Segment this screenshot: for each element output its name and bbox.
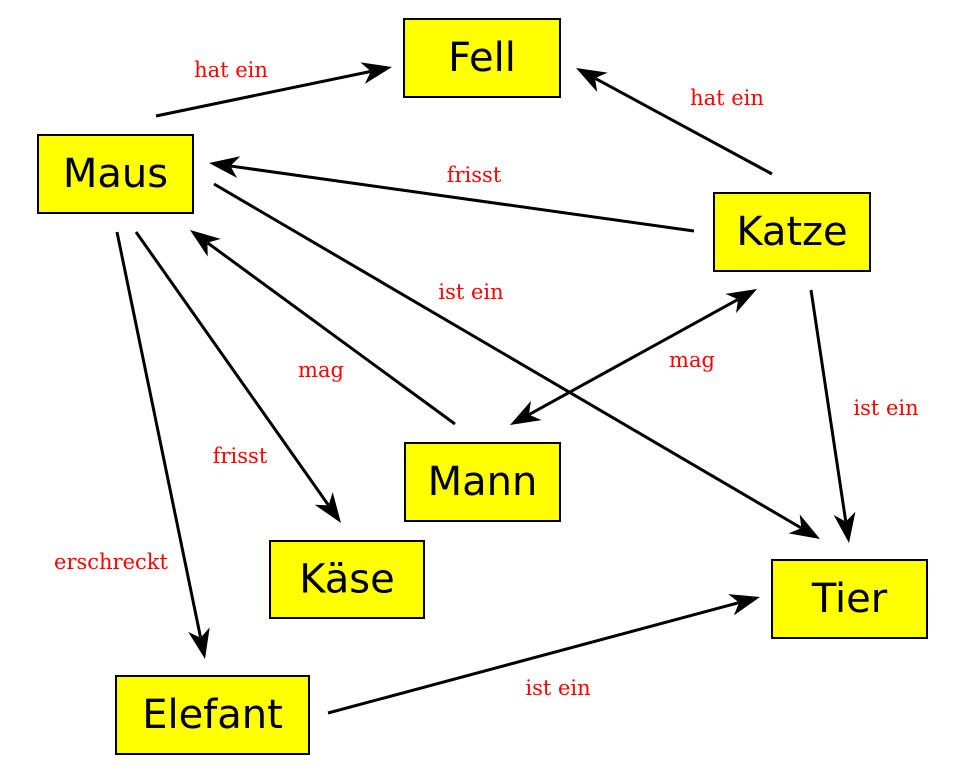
node-label: Maus <box>63 151 168 197</box>
node-mann: Mann <box>404 442 561 522</box>
edge-maus-tier: ist ein <box>213 182 820 539</box>
node-fell: Fell <box>403 18 561 98</box>
edge-line <box>115 231 203 638</box>
node-label: Tier <box>811 576 888 622</box>
arrowhead-icon <box>190 230 221 257</box>
edge-line <box>230 164 695 233</box>
node-box <box>403 18 561 98</box>
node-box <box>404 442 561 522</box>
node-tier: Tier <box>771 559 928 639</box>
edge-label: frisst <box>213 444 268 468</box>
node-kaese: Käse <box>269 540 425 619</box>
edge-line <box>528 298 739 416</box>
edge-label: hat ein <box>194 58 268 82</box>
node-label: Mann <box>428 459 538 505</box>
node-label: Katze <box>736 209 847 255</box>
edge-line <box>327 601 740 715</box>
edge-line <box>213 182 802 530</box>
node-box <box>269 540 425 619</box>
arrowhead-icon <box>728 594 760 616</box>
arrowhead-icon <box>360 62 392 84</box>
edge-line <box>594 77 773 176</box>
node-box <box>37 134 194 214</box>
arrowhead-icon <box>314 492 341 523</box>
node-label: Fell <box>448 35 516 81</box>
node-box <box>771 559 928 639</box>
arrowhead-icon <box>576 68 608 92</box>
node-box <box>713 192 871 272</box>
edge-katze-fell: hat ein <box>576 68 773 176</box>
edge-elefant-tier: ist ein <box>327 594 760 715</box>
edges-layer: hat ein hat ein frisst ist ein mag mag ist ein… <box>54 58 919 715</box>
edge-label: frisst <box>447 163 502 187</box>
node-maus: Maus <box>37 134 194 214</box>
edge-line <box>809 289 848 522</box>
node-label: Elefant <box>142 692 283 738</box>
edge-maus-elefant: erschreckt <box>54 231 210 659</box>
edge-mann-katze: mag <box>510 289 757 425</box>
arrowhead-icon <box>188 627 210 659</box>
arrowhead-icon <box>510 400 542 425</box>
edge-label: ist ein <box>438 280 503 304</box>
arrowhead-icon <box>209 156 241 179</box>
edge-line <box>155 70 371 118</box>
node-label: Käse <box>299 557 395 603</box>
edge-katze-tier: ist ein <box>809 289 919 543</box>
edge-maus-kaese: frisst <box>134 231 341 523</box>
edge-label: ist ein <box>853 396 918 420</box>
edge-label: mag <box>669 348 715 372</box>
arrowhead-icon <box>833 511 856 543</box>
node-elefant: Elefant <box>115 675 310 755</box>
edge-line <box>206 241 456 426</box>
edge-katze-maus: frisst <box>209 156 695 233</box>
edge-label: mag <box>298 358 344 382</box>
edge-line <box>134 231 330 506</box>
edge-label: erschreckt <box>54 550 168 574</box>
edge-mann-maus: mag <box>190 230 456 426</box>
edge-label: hat ein <box>690 86 764 110</box>
edge-maus-fell: hat ein <box>155 58 392 118</box>
node-box <box>115 675 310 755</box>
arrowhead-icon <box>725 289 757 314</box>
node-katze: Katze <box>713 192 871 272</box>
edge-label: ist ein <box>525 676 590 700</box>
arrowhead-icon <box>788 514 820 539</box>
